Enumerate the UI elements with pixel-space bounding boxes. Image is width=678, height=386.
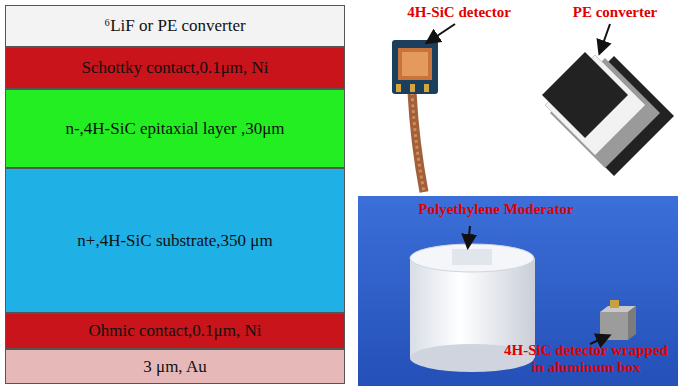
layer-band: Schottky contact,0.1μm, Ni xyxy=(5,47,345,89)
layer-label: 3 μm, Au xyxy=(143,357,206,377)
layer-label: n-,4H-SiC epitaxial layer ,30μm xyxy=(65,119,284,139)
layer-band: ⁶LiF or PE converter xyxy=(5,5,345,47)
callout-label: Polyethylene Moderator xyxy=(396,201,596,218)
layer-band: 3 μm, Au xyxy=(5,349,345,384)
layer-band: n+,4H-SiC substrate,350 μm xyxy=(5,168,345,313)
layer-band: n-,4H-SiC epitaxial layer ,30μm xyxy=(5,89,345,168)
layer-label: Schottky contact,0.1μm, Ni xyxy=(81,58,268,78)
callout-label: 4H-SiC detector xyxy=(384,4,534,21)
callout-label: PE converter xyxy=(556,4,674,21)
layer-label: ⁶LiF or PE converter xyxy=(104,16,245,36)
layer-band: Ohmic contact,0.1μm, Ni xyxy=(5,313,345,349)
layer-label: n+,4H-SiC substrate,350 μm xyxy=(77,231,272,251)
callout-label: 4H-SiC detector wrapped in aluminum box xyxy=(498,342,674,377)
layer-label: Ohmic contact,0.1μm, Ni xyxy=(89,321,262,341)
